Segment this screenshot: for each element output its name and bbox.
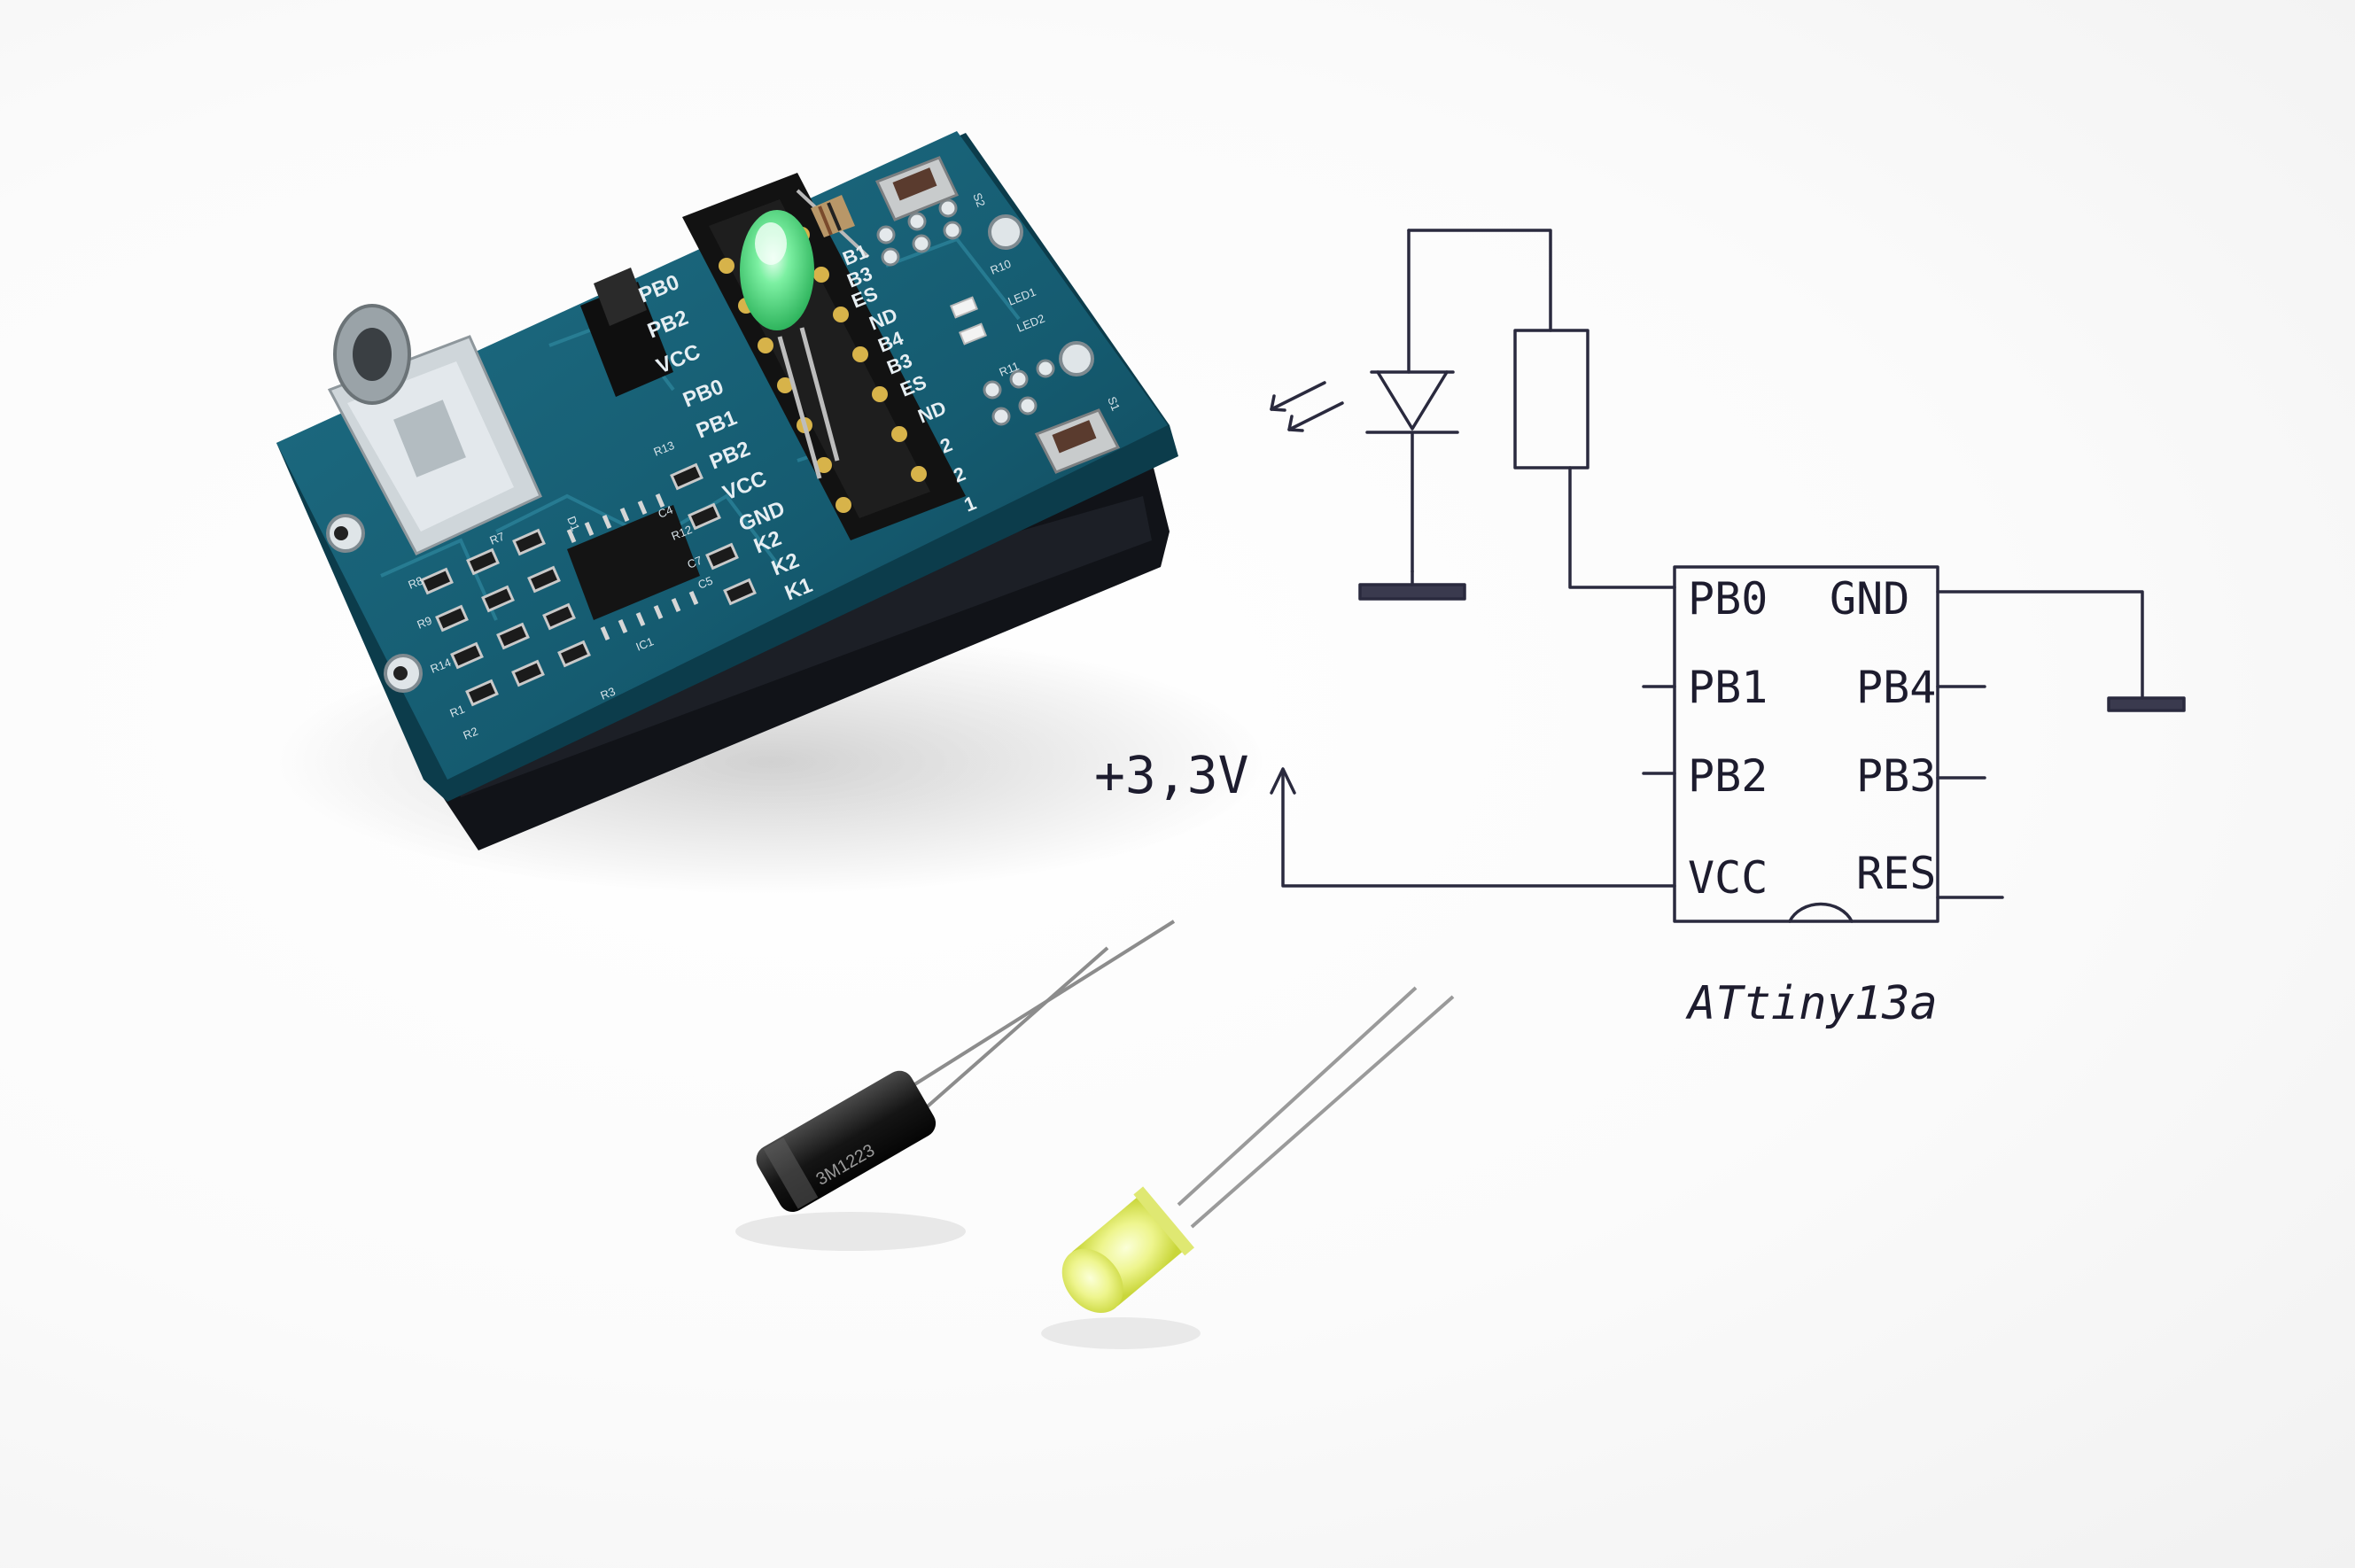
jumper-header [580, 268, 673, 397]
component-ref: C7 [686, 554, 704, 571]
ic-pin-label: PB0 [1688, 573, 1768, 625]
yellow-led [1041, 986, 1455, 1349]
mount-hole [988, 214, 1023, 250]
green-led-on-board [740, 210, 840, 479]
ic-notch [1788, 902, 1854, 923]
ground-symbol [1358, 583, 1466, 601]
ic-pin-label: PB3 [1856, 750, 1936, 802]
ic-pin-label: PB4 [1856, 662, 1936, 713]
led-symbol [1270, 370, 1459, 573]
through-hole-resistor [796, 189, 870, 259]
component-ref: R3 [599, 685, 618, 702]
component-ref: C5 [696, 574, 715, 592]
schematic-labels: PB0 PB1 PB2 VCC GND PB4 PB3 RES +3,3V AT… [1094, 573, 1938, 1030]
ic-body [1673, 565, 1939, 923]
component-refs: S2 S1 R10 LED1 LED2 R11 R13 C4 R12 C7 C5… [407, 191, 1123, 742]
component-ref: D1 [564, 515, 582, 533]
ic-pin-label: VCC [1688, 852, 1768, 904]
smd-led2 [959, 322, 987, 345]
smd-resistor-array [420, 462, 757, 707]
wire [1568, 466, 1676, 589]
component-ref: R2 [462, 725, 480, 742]
supply-arrow [1270, 767, 1296, 795]
ic-name-label: ATtiny13a [1685, 977, 1938, 1030]
pcb-board [276, 131, 1168, 780]
proto-holes [876, 198, 1055, 426]
supply-label: +3,3V [1094, 745, 1249, 805]
component-ref: S1 [1105, 395, 1123, 413]
ground-symbol [2107, 696, 2186, 712]
audio-jack [327, 304, 542, 555]
component-ref: R9 [416, 614, 434, 632]
switch-s2 [874, 156, 960, 221]
ic1-soic [566, 493, 700, 640]
smd-led1 [950, 296, 978, 319]
hand-drawn-schematic [1270, 229, 2186, 923]
wire [1281, 769, 1676, 888]
component-ref: IC1 [634, 634, 656, 653]
ic-pin-label: RES [1856, 848, 1936, 899]
component-ref: S2 [970, 191, 988, 209]
component-ref: R8 [407, 574, 425, 592]
ic-pin-label: PB2 [1688, 750, 1768, 802]
ic-pin-label: GND [1830, 573, 1909, 625]
component-ref: R7 [488, 530, 507, 547]
ic-pin-label: PB1 [1688, 662, 1768, 713]
electrolytic-capacitor: 3M1223 [735, 920, 1176, 1251]
pcb-module: PB0 PB2 VCC PB0 PB1 PB2 VCC GND K2 K2 K1… [275, 131, 1267, 895]
component-ref: C4 [657, 503, 675, 521]
wire [1936, 590, 2144, 700]
switch-s1 [1034, 408, 1121, 474]
wire [1407, 229, 1552, 332]
mount-hole [1059, 341, 1094, 376]
component-ref: R1 [448, 702, 467, 720]
resistor-symbol [1513, 329, 1589, 470]
